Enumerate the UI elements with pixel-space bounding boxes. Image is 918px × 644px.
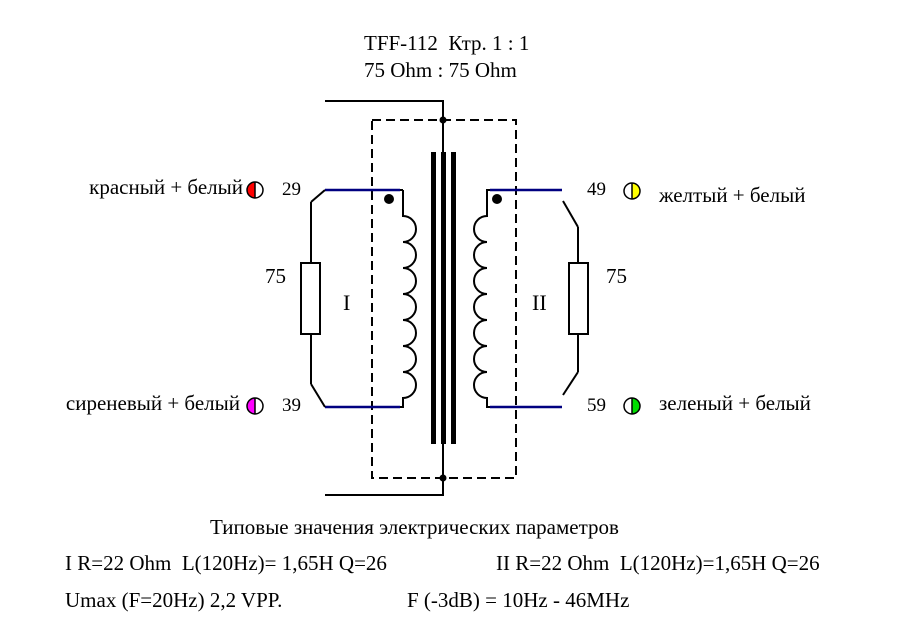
transformer-core xyxy=(431,152,456,444)
secondary-winding xyxy=(473,188,562,409)
wire-label-lilac-white: сиреневый + белый xyxy=(66,391,240,415)
primary-resistor-value: 75 xyxy=(265,264,286,288)
params-primary: I R=22 Ohm L(120Hz)= 1,65H Q=26 xyxy=(65,551,387,575)
pin-39: 39 xyxy=(282,395,301,416)
pin-59: 59 xyxy=(587,395,606,416)
impedance-ratio: 75 Ohm : 75 Ohm xyxy=(364,58,517,82)
secondary-resistor-value: 75 xyxy=(606,264,627,288)
wire-label-green-white: зеленый + белый xyxy=(659,391,811,415)
secondary-resistor xyxy=(562,200,589,396)
wire-marker-lilac-white xyxy=(246,397,264,415)
shield-ground-lead-top xyxy=(325,100,447,456)
wire-label-yellow-white: желтый + белый xyxy=(658,183,805,207)
wire-marker-yellow-white xyxy=(623,182,641,200)
wire-marker-red-white xyxy=(246,181,264,199)
wire-marker-green-white xyxy=(623,397,641,415)
params-heading: Типовые значения электрических параметро… xyxy=(210,515,619,539)
secondary-polarity-dot xyxy=(492,194,502,204)
primary-winding-label: I xyxy=(343,290,350,315)
pin-29: 29 xyxy=(282,179,301,200)
wire-label-red-white: красный + белый xyxy=(89,175,243,199)
primary-resistor xyxy=(300,189,326,408)
params-bandwidth: F (-3dB) = 10Hz - 46MHz xyxy=(407,588,629,612)
primary-winding xyxy=(325,188,417,409)
title: TFF-112 Ктр. 1 : 1 xyxy=(364,31,529,55)
shield-ground-lead-bottom xyxy=(325,456,447,496)
params-umax: Umax (F=20Hz) 2,2 VPP. xyxy=(65,588,282,612)
secondary-winding-label: II xyxy=(532,290,547,315)
pin-49: 49 xyxy=(587,179,606,200)
params-secondary: II R=22 Ohm L(120Hz)=1,65H Q=26 xyxy=(496,551,820,575)
primary-polarity-dot xyxy=(384,194,394,204)
